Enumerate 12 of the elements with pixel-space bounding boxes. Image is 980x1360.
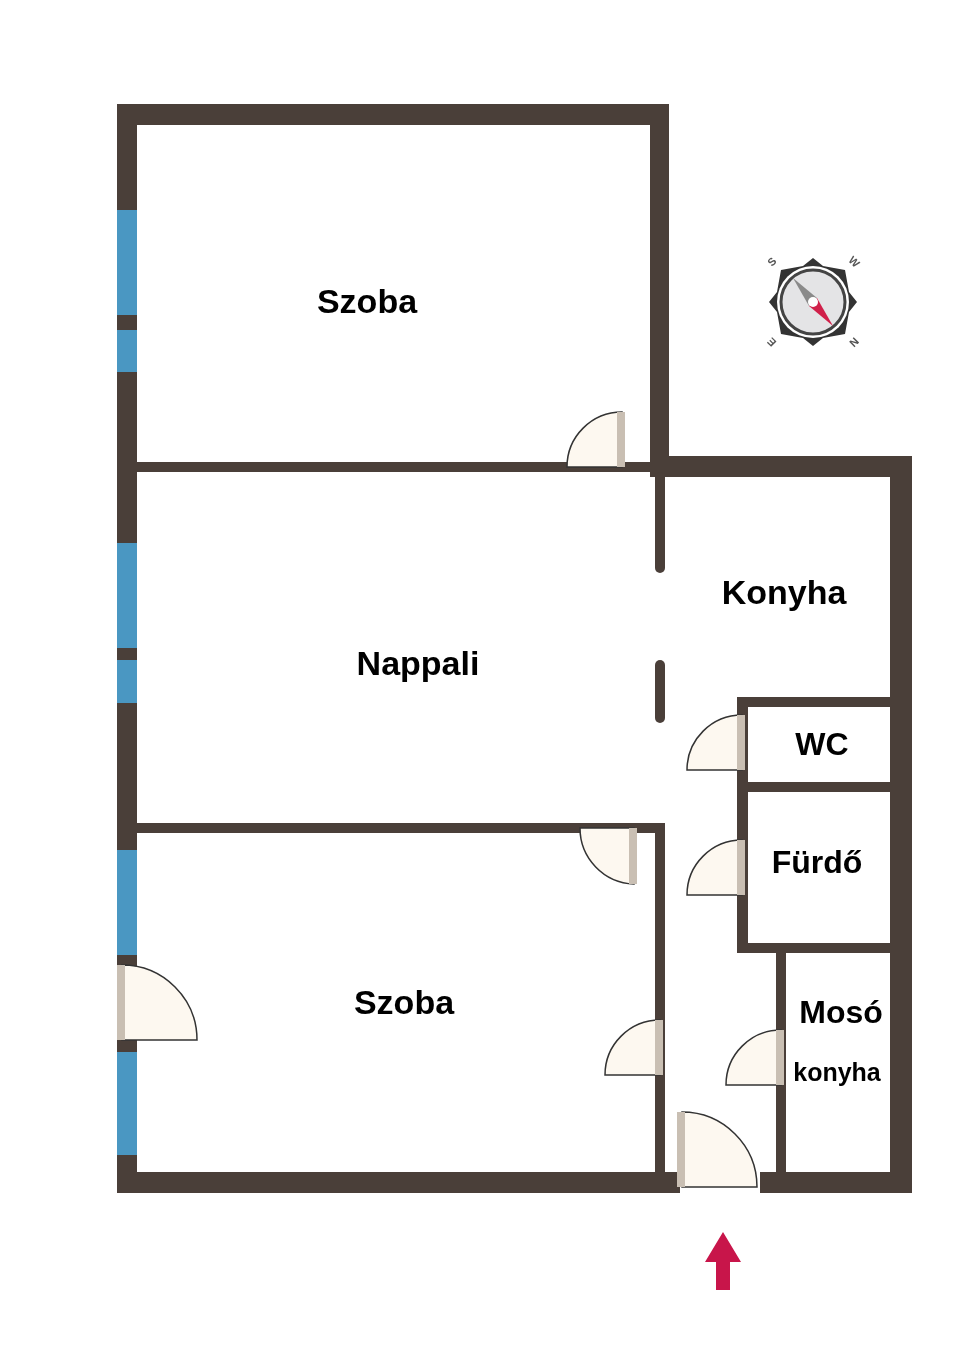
compass-letter: S [765,255,779,269]
compass-letter: N [847,335,861,349]
room-label: Fürdő [771,846,863,878]
room-label: Szoba [316,284,418,318]
room-label: Konyha [721,575,847,609]
room-label: WC [795,728,849,760]
room-label: Nappali [356,646,480,680]
compass-letter: W [846,254,862,270]
room-label: Szoba [353,985,455,1019]
room-label: konyha [793,1059,881,1085]
room-label: Mosó [799,996,883,1028]
compass-letter: E [765,335,779,349]
